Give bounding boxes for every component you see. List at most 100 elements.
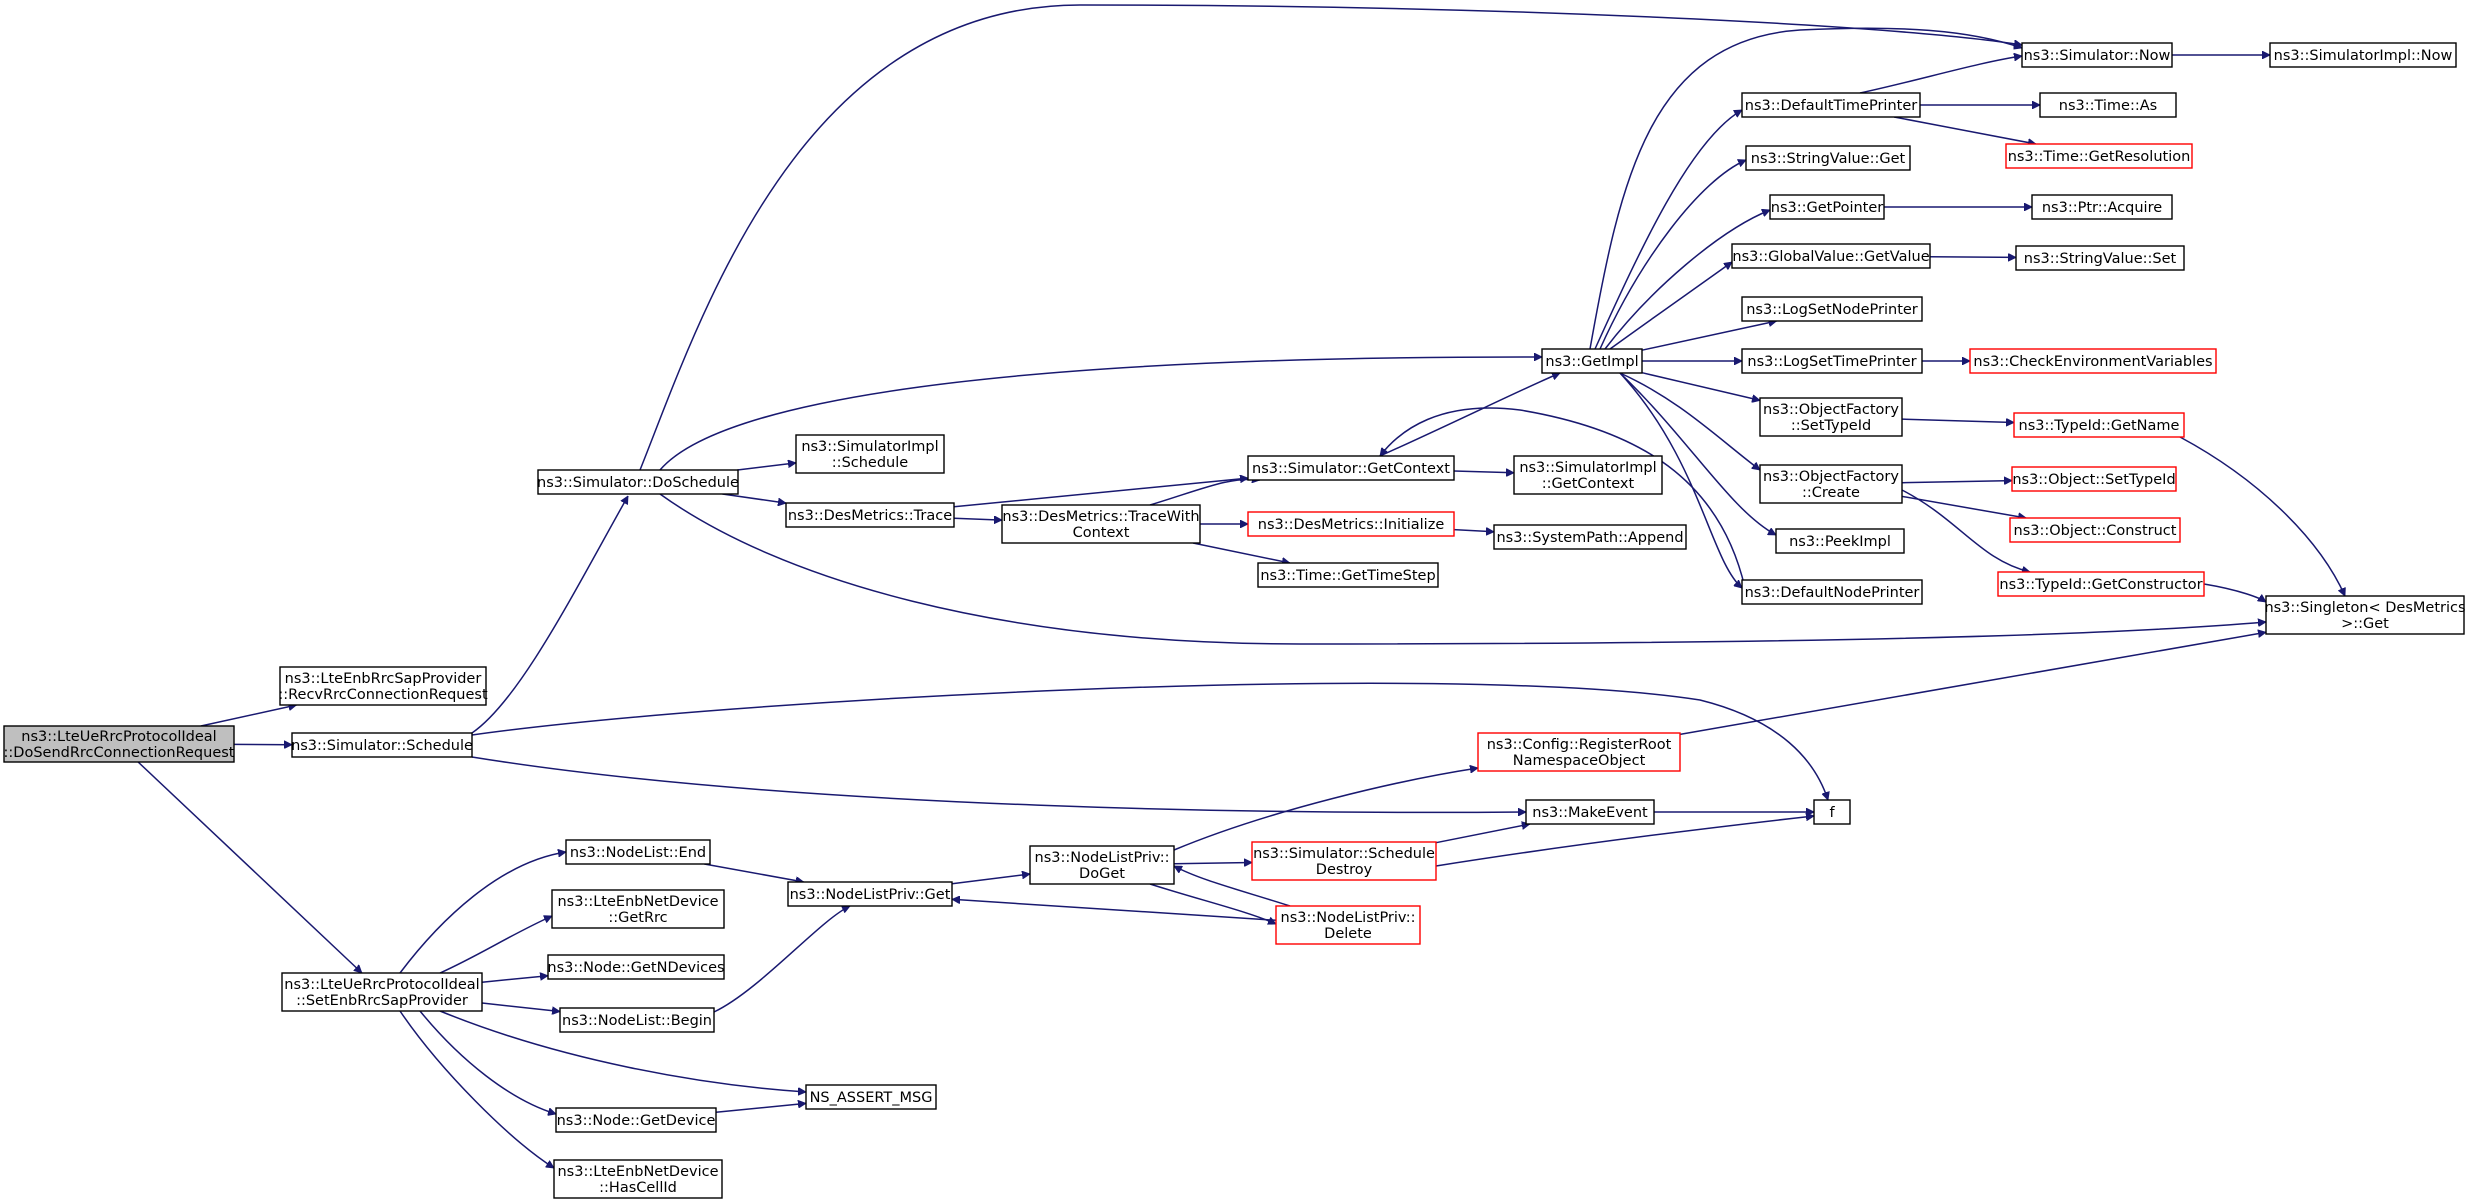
node-ofsettid[interactable]: ns3::ObjectFactory::SetTypeId: [1759, 397, 1903, 437]
node-label: ns3::NodeList::Begin: [562, 1013, 712, 1029]
node-strset[interactable]: ns3::StringValue::Set: [2015, 245, 2185, 271]
node-desinit[interactable]: ns3::DesMetrics::Initialize: [1247, 511, 1455, 537]
edge-nlpdoget-to-schdestroy: [1173, 863, 1252, 864]
node-dosched[interactable]: ns3::Simulator::DoSchedule: [537, 469, 739, 495]
node-box: [2021, 42, 2173, 68]
node-label: ns3::SimulatorImpl::Now: [2274, 48, 2453, 64]
node-getrrc[interactable]: ns3::LteEnbNetDevice::GetRrc: [551, 889, 725, 929]
node-label: ns3::NodeList::End: [570, 845, 706, 861]
node-peekimpl[interactable]: ns3::PeekImpl: [1775, 528, 1905, 554]
node-box: [2011, 466, 2177, 492]
node-box: [553, 1159, 723, 1199]
node-box: [1731, 243, 1931, 269]
node-label: ns3::Object::Construct: [2014, 523, 2177, 539]
node-label: ns3::GetPointer: [1771, 200, 1884, 216]
node-box: [1745, 145, 1911, 171]
node-label: ns3::Singleton< DesMetrics: [2264, 600, 2465, 616]
edge-regroot-to-singleton: [1679, 632, 2266, 736]
node-destrace[interactable]: ns3::DesMetrics::Trace: [785, 502, 955, 528]
node-label: ns3::DesMetrics::Trace: [788, 508, 952, 524]
node-box: [565, 839, 711, 865]
node-implnow[interactable]: ns3::SimulatorImpl::Now: [2269, 42, 2457, 68]
node-label: ::Create: [1802, 485, 1860, 501]
node-nlpdoget[interactable]: ns3::NodeListPriv::DoGet: [1029, 845, 1175, 885]
node-acquire[interactable]: ns3::Ptr::Acquire: [2031, 194, 2173, 220]
node-box: [2039, 92, 2177, 118]
node-getimpl[interactable]: ns3::GetImpl: [1541, 348, 1643, 374]
node-box: [2009, 517, 2181, 543]
node-timeas[interactable]: ns3::Time::As: [2039, 92, 2177, 118]
node-f[interactable]: f: [1813, 799, 1851, 825]
node-objconstruct[interactable]: ns3::Object::Construct: [2009, 517, 2181, 543]
node-now[interactable]: ns3::Simulator::Now: [2021, 42, 2173, 68]
edge-gvget-to-strset: [1929, 257, 2016, 258]
node-box: [1741, 296, 1923, 322]
node-nlpget[interactable]: ns3::NodeListPriv::Get: [787, 881, 953, 907]
node-label: ns3::NodeListPriv::: [1035, 850, 1170, 866]
node-label: ::GetContext: [1542, 476, 1635, 492]
node-sched[interactable]: ns3::Simulator::Schedule: [291, 732, 473, 758]
edge-sched-to-makeevent: [471, 756, 1526, 812]
node-box: [547, 954, 725, 980]
node-simimplsched[interactable]: ns3::SimulatorImpl::Schedule: [795, 434, 945, 474]
node-makeevent[interactable]: ns3::MakeEvent: [1525, 799, 1655, 825]
node-label: ::SetTypeId: [1791, 418, 1871, 434]
edge-desinit-to-append: [1453, 530, 1494, 532]
node-ofcreate[interactable]: ns3::ObjectFactory::Create: [1759, 464, 1903, 504]
node-label: Destroy: [1316, 862, 1373, 878]
node-label: ns3::DesMetrics::TraceWith: [1002, 509, 1199, 525]
node-nlend[interactable]: ns3::NodeList::End: [565, 839, 711, 865]
node-label: ns3::Simulator::Now: [2024, 48, 2171, 64]
edge-dosched-to-simimplsched: [737, 463, 796, 471]
node-getctor[interactable]: ns3::TypeId::GetConstructor: [1997, 571, 2205, 597]
node-label: ns3::CheckEnvironmentVariables: [1973, 354, 2212, 370]
edge-dosched-to-destrace: [722, 493, 786, 503]
node-recv[interactable]: ns3::LteEnbRrcSapProvider::RecvRrcConnec…: [278, 666, 488, 706]
node-box: [2013, 412, 2185, 438]
node-getctx[interactable]: ns3::Simulator::GetContext: [1247, 455, 1455, 481]
edge-tracectx-to-timestep: [1192, 542, 1290, 563]
node-hascellid[interactable]: ns3::LteEnbNetDevice::HasCellId: [553, 1159, 723, 1199]
node-getptr[interactable]: ns3::GetPointer: [1769, 194, 1885, 220]
node-label: ns3::Node::GetNDevices: [547, 960, 724, 976]
node-deftime[interactable]: ns3::DefaultTimePrinter: [1741, 92, 1921, 118]
node-strget[interactable]: ns3::StringValue::Get: [1745, 145, 1911, 171]
node-setenb[interactable]: ns3::LteUeRrcProtocolIdeal::SetEnbRrcSap…: [281, 972, 483, 1012]
node-lognode[interactable]: ns3::LogSetNodePrinter: [1741, 296, 1923, 322]
node-root[interactable]: ns3::LteUeRrcProtocolIdeal::DoSendRrcCon…: [3, 725, 235, 763]
node-singleton[interactable]: ns3::Singleton< DesMetrics >::Get: [2264, 595, 2466, 635]
node-box: [1247, 455, 1455, 481]
node-label: ns3::DefaultNodePrinter: [1745, 585, 1920, 601]
node-getname[interactable]: ns3::TypeId::GetName: [2013, 412, 2185, 438]
edge-getimpl-to-lognode: [1641, 321, 1777, 351]
node-label: ns3::GetImpl: [1545, 354, 1638, 370]
edge-dosched-to-now: [639, 4, 2022, 471]
edge-getimpl-to-gvget: [1609, 261, 1732, 350]
node-nlpdelete[interactable]: ns3::NodeListPriv::Delete: [1275, 905, 1421, 945]
node-box: [2005, 143, 2193, 169]
node-getndev[interactable]: ns3::Node::GetNDevices: [547, 954, 725, 980]
node-simimplgetctx[interactable]: ns3::SimulatorImpl::GetContext: [1513, 455, 1663, 495]
node-label: f: [1829, 805, 1835, 821]
node-label: ::Schedule: [832, 455, 908, 471]
node-nlbegin[interactable]: ns3::NodeList::Begin: [559, 1007, 715, 1033]
node-box: [555, 1107, 717, 1133]
node-getres[interactable]: ns3::Time::GetResolution: [2005, 143, 2193, 169]
node-objsettid[interactable]: ns3::Object::SetTypeId: [2011, 466, 2177, 492]
node-gvget[interactable]: ns3::GlobalValue::GetValue: [1731, 243, 1931, 269]
node-checkenv[interactable]: ns3::CheckEnvironmentVariables: [1969, 348, 2217, 374]
edge-setenb-to-getdevice: [419, 1010, 556, 1114]
node-label: ns3::Node::GetDevice: [557, 1113, 716, 1129]
node-append[interactable]: ns3::SystemPath::Append: [1493, 524, 1687, 550]
node-label: ns3::Time::As: [2059, 98, 2157, 114]
node-box: [795, 434, 945, 474]
node-assertmsg[interactable]: NS_ASSERT_MSG: [805, 1084, 937, 1110]
node-logtime[interactable]: ns3::LogSetTimePrinter: [1741, 348, 1923, 374]
node-timestep[interactable]: ns3::Time::GetTimeStep: [1257, 562, 1439, 588]
node-getdevice[interactable]: ns3::Node::GetDevice: [555, 1107, 717, 1133]
node-defnode[interactable]: ns3::DefaultNodePrinter: [1741, 579, 1923, 605]
node-label: ns3::StringValue::Get: [1751, 151, 1906, 167]
